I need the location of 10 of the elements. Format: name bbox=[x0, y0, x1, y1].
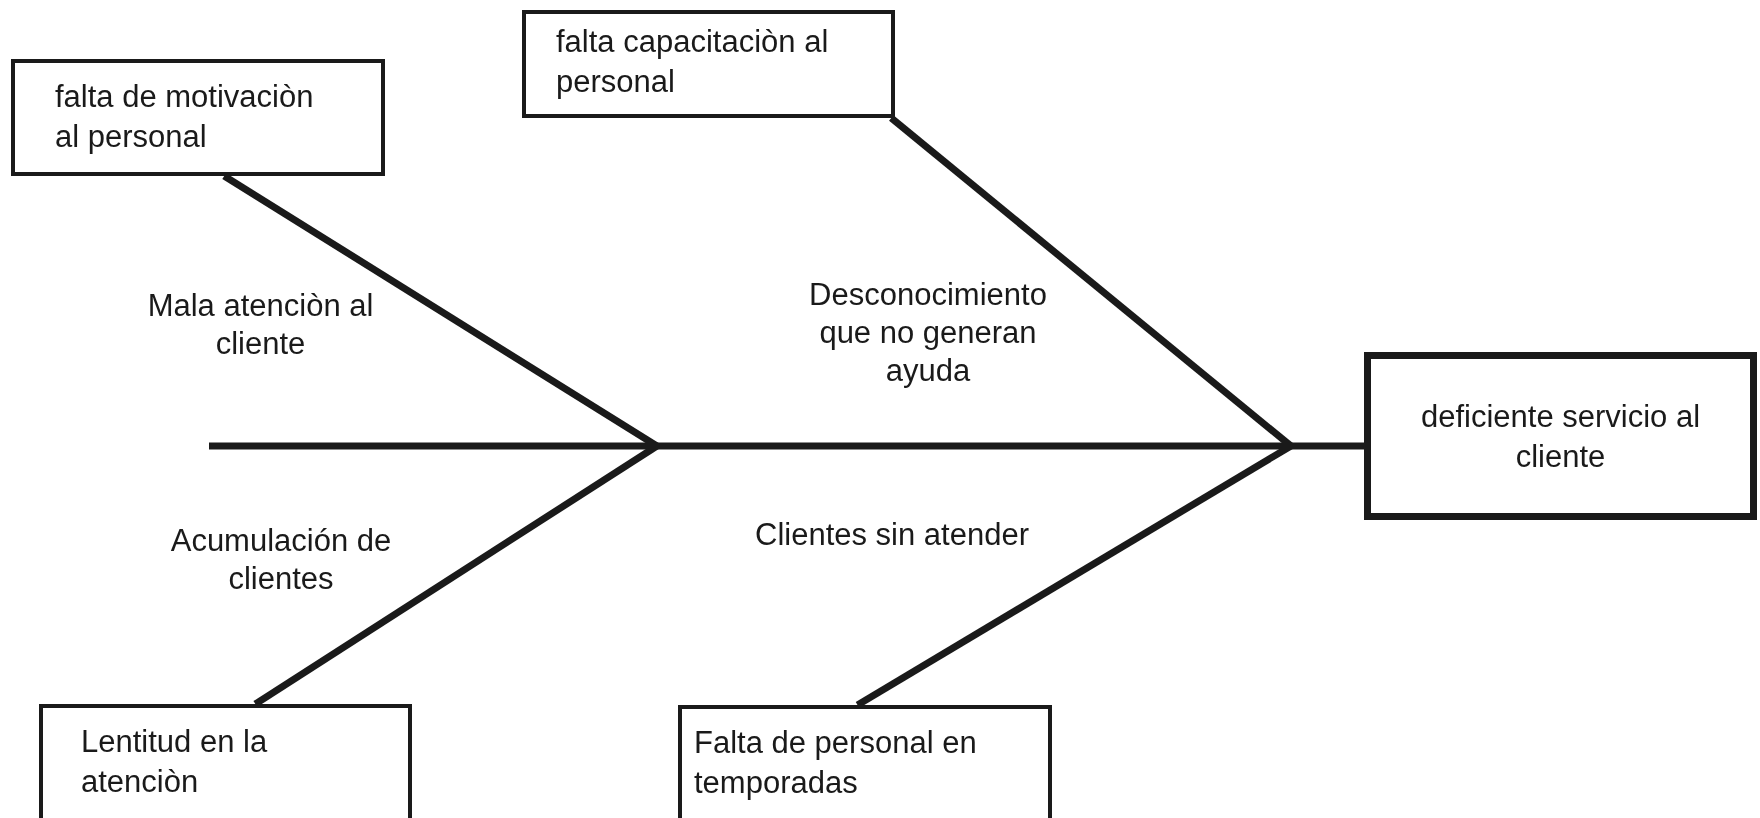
effect-box bbox=[1364, 352, 1757, 520]
effect-text: deficiente servicio al cliente bbox=[1419, 398, 1702, 476]
cause-text: falta capacitaciòn al personal bbox=[556, 23, 830, 101]
cause-text: Lentitud en la atenciòn bbox=[81, 723, 269, 801]
cause-box bbox=[39, 704, 412, 818]
cause-text: Falta de personal en temporadas bbox=[694, 724, 978, 802]
cause-box bbox=[11, 59, 385, 176]
cause-box bbox=[678, 705, 1052, 818]
cause-box bbox=[522, 10, 895, 118]
cause-text: falta de motivaciòn al personal bbox=[55, 78, 315, 156]
